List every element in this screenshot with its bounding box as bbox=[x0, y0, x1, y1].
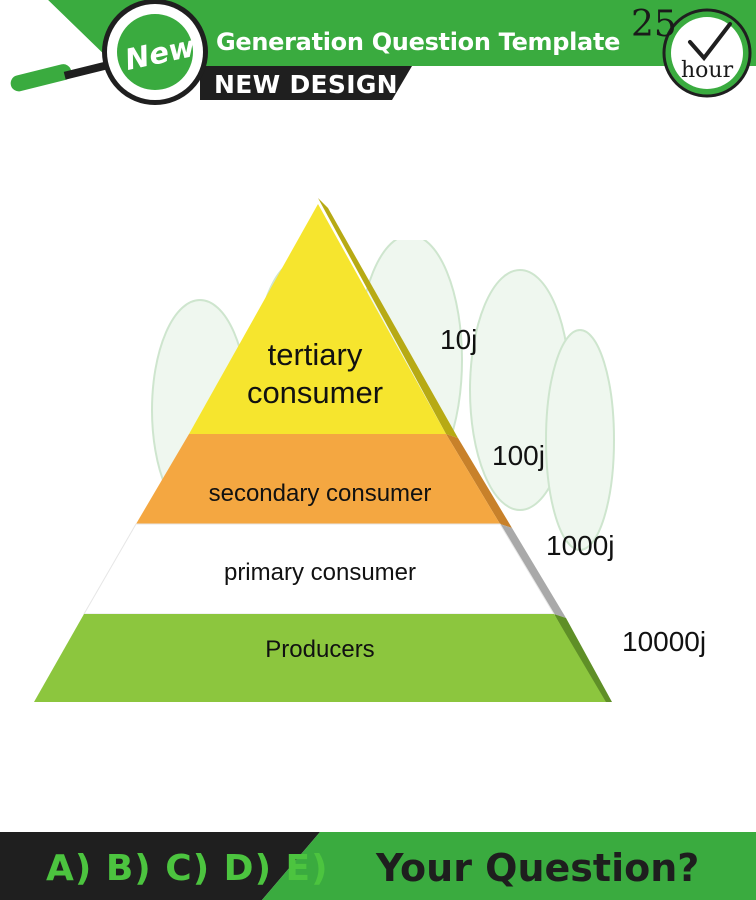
producers-side-face bbox=[554, 614, 612, 702]
tier-tertiary-line2: consumer bbox=[246, 375, 384, 410]
header-subtitle: NEW DESIGN bbox=[214, 70, 398, 99]
footer-band bbox=[0, 832, 756, 900]
answer-options: A) B) C) D) E) bbox=[46, 848, 329, 889]
tier-secondary-label: secondary consumer bbox=[208, 480, 432, 507]
magnifier-lens bbox=[117, 14, 193, 90]
timer-number: 25 bbox=[631, 4, 677, 45]
tier-tertiary-line1: tertiary bbox=[267, 337, 363, 372]
tier-producers-label: Producers bbox=[265, 636, 375, 663]
clock-icon bbox=[662, 8, 752, 98]
energy-producers: 10000j bbox=[622, 626, 707, 657]
secondary-side-face bbox=[446, 434, 512, 528]
header-band bbox=[0, 0, 756, 100]
energy-tertiary: 10j bbox=[440, 324, 478, 355]
tier-primary-label: primary consumer bbox=[223, 559, 417, 586]
tier-producers-face bbox=[34, 614, 606, 702]
tier-tertiary-label: tertiary consumer bbox=[215, 336, 415, 412]
header-title: Generation Question Template bbox=[216, 28, 621, 56]
energy-pyramid bbox=[34, 198, 612, 702]
question-prompt: Your Question? bbox=[376, 846, 700, 890]
tier-tertiary-face bbox=[189, 204, 446, 434]
timer-unit: hour bbox=[681, 58, 734, 83]
energy-secondary: 100j bbox=[492, 440, 545, 471]
primary-side-face bbox=[500, 524, 566, 618]
tertiary-side-face bbox=[318, 198, 458, 438]
energy-primary: 1000j bbox=[546, 530, 615, 561]
tier-secondary-face bbox=[136, 434, 500, 524]
